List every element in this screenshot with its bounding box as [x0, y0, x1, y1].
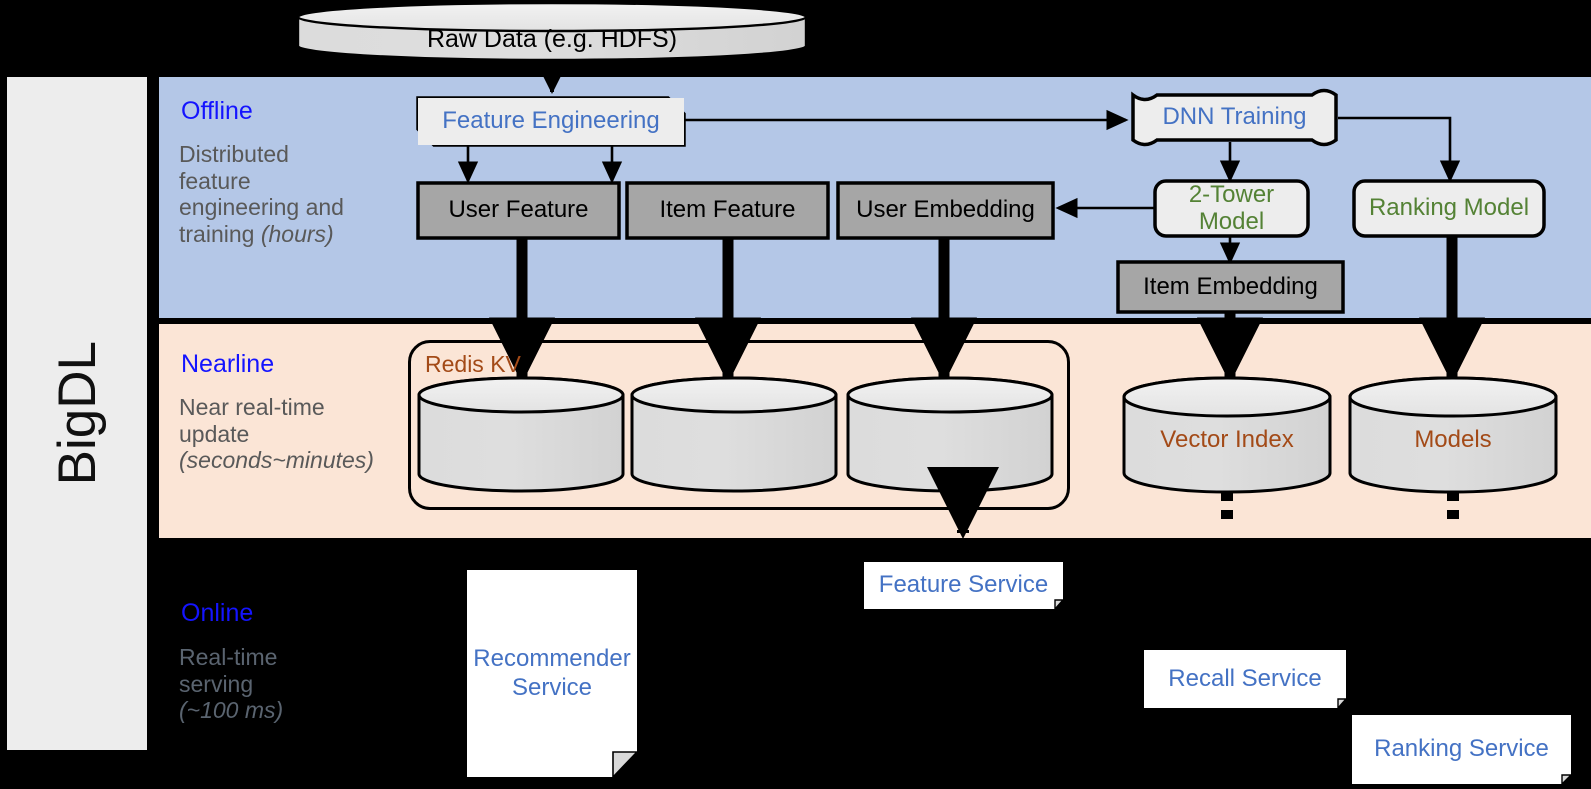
kv-store-1-label[interactable] [419, 390, 623, 480]
recommender-service-l1: Recommender [473, 644, 631, 672]
item-feature-node[interactable]: Item Feature [659, 196, 796, 224]
feature-engineering-node[interactable]: Feature Engineering [418, 98, 684, 145]
nearline-desc-italic: (seconds~minutes) [179, 447, 374, 474]
offline-desc-italic: (hours) [260, 221, 334, 248]
offline-desc-l2: feature [179, 167, 251, 194]
redis-kv-group [408, 340, 1070, 510]
recommender-service-node[interactable]: Recommender Service [467, 570, 637, 777]
bigdl-label: BigDL [47, 341, 107, 486]
dnn-training-node[interactable]: DNN Training [1162, 103, 1307, 131]
vector-index-label[interactable]: Vector Index [1160, 425, 1294, 453]
user-feature-node[interactable]: User Feature [448, 196, 589, 224]
redis-kv-label: Redis KV [425, 351, 521, 377]
online-desc-l1: Real-time [179, 644, 278, 670]
nearline-desc-l2: update [179, 420, 250, 447]
offline-desc-l1: Distributed [179, 141, 289, 167]
two-tower-model-node[interactable]: 2-Tower Model [1188, 180, 1275, 235]
user-embedding-node[interactable]: User Embedding [856, 196, 1035, 224]
offline-desc-l3: engineering and [179, 194, 344, 221]
offline-title: Offline [181, 97, 253, 125]
item-embedding-node[interactable]: Item Embedding [1143, 272, 1318, 300]
recall-service-node[interactable]: Recall Service [1168, 664, 1322, 692]
online-title: Online [181, 599, 254, 627]
feature-service-node[interactable]: Feature Service [878, 571, 1049, 599]
online-description: Real-time serving (~100 ms) [179, 644, 409, 724]
ranking-service-node[interactable]: Ranking Service [1374, 735, 1549, 763]
bigdl-framework-rail: BigDL [7, 77, 147, 750]
recommender-service-l2: Service [511, 673, 593, 701]
offline-desc-l4: training [179, 221, 261, 248]
raw-data-label: Raw Data (e.g. HDFS) [426, 24, 678, 53]
online-desc-italic: (~100 ms) [179, 697, 284, 724]
offline-description: Distributed feature engineering and trai… [179, 141, 409, 248]
kv-store-2-label[interactable] [632, 390, 836, 480]
nearline-description: Near real-time update (seconds~minutes) [179, 394, 429, 474]
nearline-desc-l1: Near real-time [179, 394, 325, 420]
ranking-model-node[interactable]: Ranking Model [1368, 194, 1530, 222]
nearline-title: Nearline [181, 350, 275, 378]
kv-store-3-label[interactable] [848, 390, 1052, 480]
models-label[interactable]: Models [1414, 425, 1492, 453]
online-desc-l2: serving [179, 670, 254, 697]
